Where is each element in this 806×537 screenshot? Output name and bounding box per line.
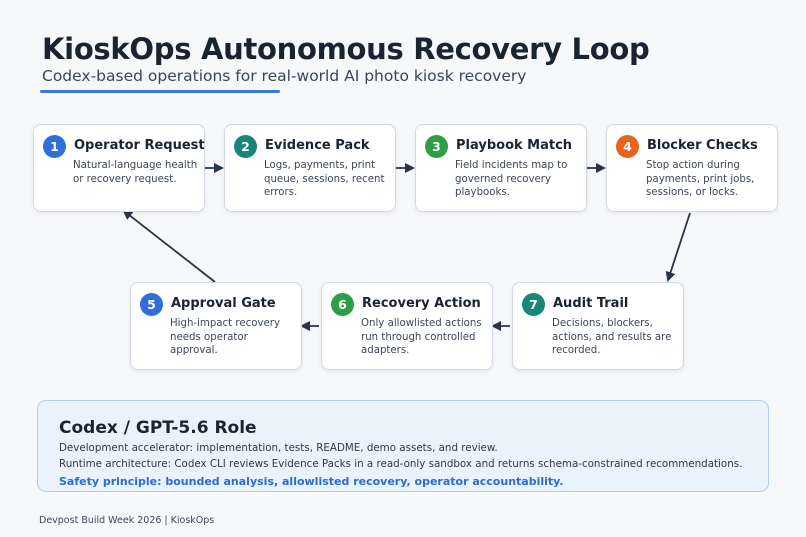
step-title: Audit Trail (553, 296, 629, 311)
safety-principle: Safety principle: bounded analysis, allo… (59, 475, 564, 488)
step-number-badge: 5 (140, 293, 163, 316)
role-title: Codex / GPT-5.6 Role (59, 418, 257, 438)
step-card-operator-request: 1 Operator Request Natural-language heal… (33, 124, 205, 212)
step-card-evidence-pack: 2 Evidence Pack Logs, payments, print qu… (224, 124, 396, 212)
role-runtime-line: Runtime architecture: Codex CLI reviews … (59, 458, 743, 470)
step-title: Blocker Checks (647, 138, 758, 153)
step-card-approval-gate: 5 Approval Gate High-impact recovery nee… (130, 282, 302, 370)
step-title: Approval Gate (171, 296, 276, 311)
footer-text: Devpost Build Week 2026 | KioskOps (39, 515, 215, 526)
title-underline (40, 90, 280, 93)
codex-role-panel: Codex / GPT-5.6 Role Development acceler… (37, 400, 769, 492)
arrow-5-to-1 (122, 209, 216, 283)
step-number-badge: 7 (522, 293, 545, 316)
step-card-playbook-match: 3 Playbook Match Field incidents map to … (415, 124, 587, 212)
step-title: Playbook Match (456, 138, 573, 153)
step-title: Recovery Action (362, 296, 481, 311)
step-title: Evidence Pack (265, 138, 370, 153)
step-number-badge: 3 (425, 135, 448, 158)
step-card-blocker-checks: 4 Blocker Checks Stop action during paym… (606, 124, 778, 212)
step-description: Natural-language health or recovery requ… (73, 160, 198, 185)
role-development-line: Development accelerator: implementation,… (59, 442, 498, 454)
step-description: Stop action during payments, print jobs,… (646, 160, 755, 198)
step-description: Field incidents map to governed recovery… (455, 160, 568, 198)
step-description: Only allowlisted actions run through con… (361, 318, 482, 356)
step-number-badge: 6 (331, 293, 354, 316)
step-title: Operator Request (74, 138, 205, 153)
step-description: Decisions, blockers, actions, and result… (552, 318, 672, 356)
step-card-audit-trail: 7 Audit Trail Decisions, blockers, actio… (512, 282, 684, 370)
step-description: High-impact recovery needs operator appr… (170, 318, 280, 356)
page-subtitle: Codex-based operations for real-world AI… (42, 67, 527, 85)
step-number-badge: 2 (234, 135, 257, 158)
step-number-badge: 1 (43, 135, 66, 158)
page-title: KioskOps Autonomous Recovery Loop (42, 32, 650, 66)
step-card-recovery-action: 6 Recovery Action Only allowlisted actio… (321, 282, 493, 370)
step-description: Logs, payments, print queue, sessions, r… (264, 160, 385, 198)
step-number-badge: 4 (616, 135, 639, 158)
arrow-4-to-7 (665, 212, 691, 282)
